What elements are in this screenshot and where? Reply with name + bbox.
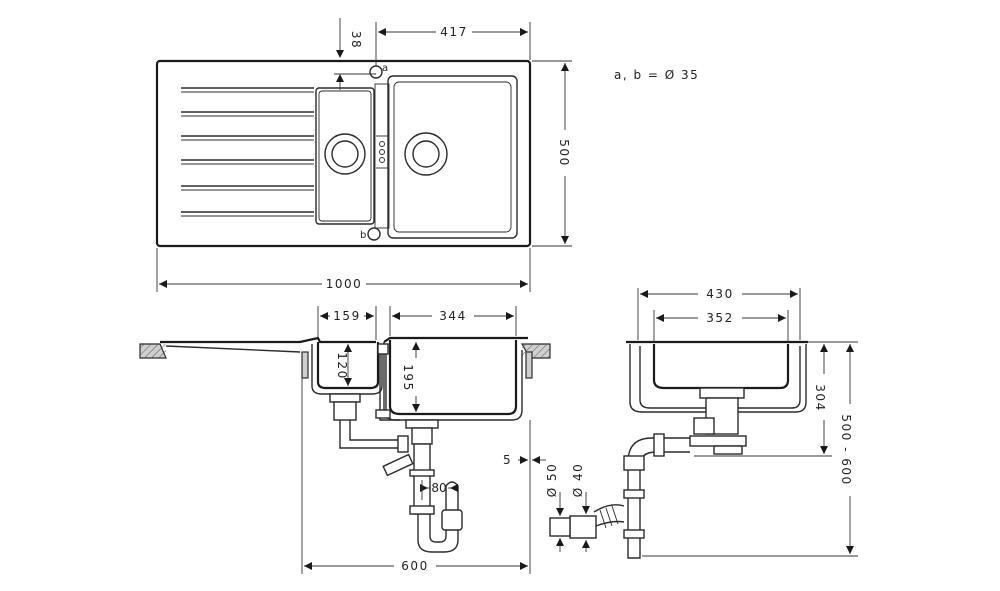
overflow — [379, 141, 385, 147]
top-view: a b 38 417 500 1000 a, b = Ø 35 — [155, 18, 699, 292]
dim-dia-40: Ø 40 — [571, 463, 585, 498]
tap-hole-b — [367, 227, 381, 241]
dim-417: 417 — [440, 25, 467, 39]
dim-38: 38 — [349, 31, 363, 49]
dim-dia-50: Ø 50 — [545, 463, 559, 498]
sink-outline — [155, 59, 532, 248]
dim-500-600: 500 - 600 — [839, 414, 853, 485]
front-section-view: 159 344 120 195 80 5 — [139, 306, 551, 574]
hole-diameter-note: a, b = Ø 35 — [614, 68, 699, 82]
bracket-left — [301, 351, 309, 379]
dim-120: 120 — [335, 352, 349, 379]
dim-600: 600 — [401, 559, 428, 573]
main-bowl-section — [388, 340, 518, 416]
side-section-view: 430 352 304 500 - 600 Ø 50 — [545, 287, 858, 559]
waste-plumbing — [329, 343, 463, 553]
dim-344: 344 — [439, 309, 466, 323]
dim-304: 304 — [813, 384, 827, 411]
dim-430: 430 — [706, 287, 733, 301]
dim-80: 80 — [431, 481, 446, 495]
dim-1000: 1000 — [326, 277, 363, 291]
main-drain — [404, 132, 448, 176]
small-bowl-section — [316, 342, 380, 390]
sink-rim — [160, 336, 528, 344]
dim-352: 352 — [706, 311, 733, 325]
dim-159: 159 — [333, 309, 360, 323]
main-bowl — [387, 75, 518, 239]
dim-195: 195 — [401, 364, 415, 391]
small-bowl — [315, 87, 375, 225]
label-b: b — [360, 230, 366, 241]
side-plumbing — [549, 387, 747, 559]
drainer-grooves — [181, 87, 314, 217]
tap-hole-a — [369, 65, 383, 79]
dim-5: 5 — [503, 453, 512, 467]
bracket-right — [525, 351, 533, 379]
label-a: a — [382, 63, 388, 74]
small-drain — [324, 133, 366, 175]
side-bowl-inner — [652, 344, 790, 390]
dim-500: 500 — [557, 139, 571, 166]
